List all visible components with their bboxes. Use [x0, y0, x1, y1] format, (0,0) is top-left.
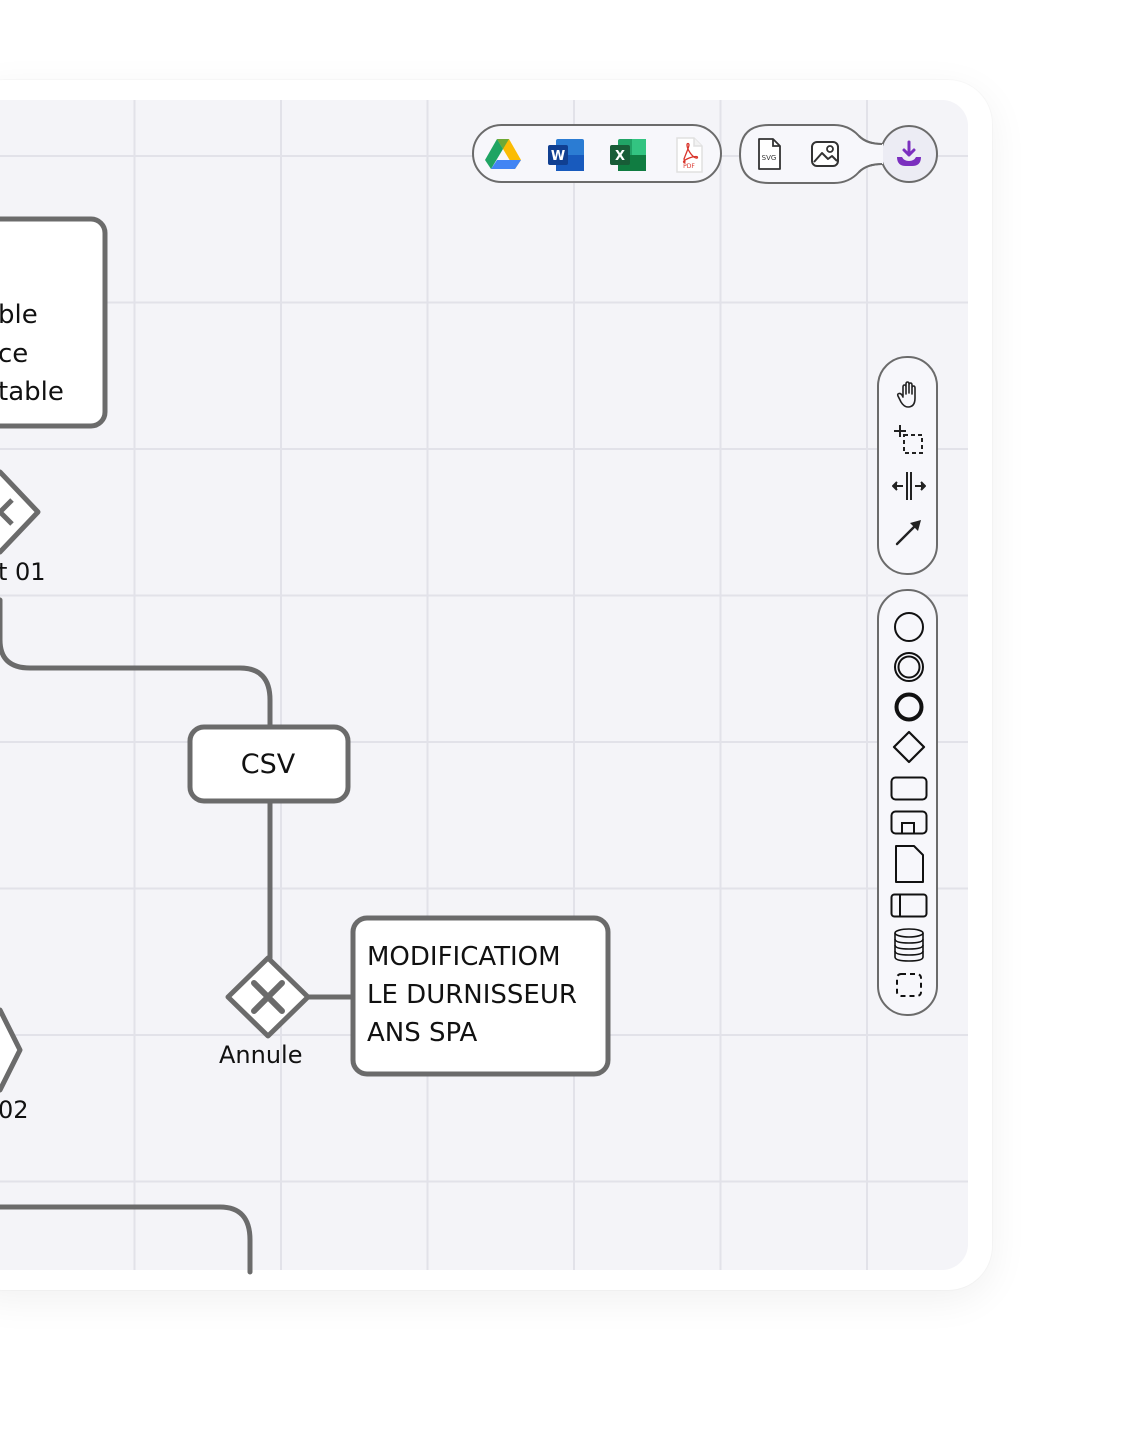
google-drive-icon[interactable]: [484, 136, 522, 172]
svg-file-icon[interactable]: SVG: [754, 136, 784, 172]
task-top-left-line-3: table: [0, 377, 64, 407]
excel-letter: X: [615, 149, 625, 164]
gateway-annule[interactable]: [225, 955, 311, 1039]
task-modification[interactable]: [350, 915, 611, 1077]
group-icon[interactable]: [892, 969, 926, 1001]
task-modification-line-2: LE DURNISSEUR: [367, 980, 577, 1010]
task-csv[interactable]: [187, 724, 351, 804]
end-event-icon[interactable]: [892, 690, 926, 724]
intermediate-event-icon[interactable]: [892, 650, 926, 684]
task-box-top-left[interactable]: [0, 216, 108, 429]
export-toolbar: W X PDF: [472, 124, 722, 183]
tools-toolbar: [877, 356, 938, 575]
task-modification-line-1: MODIFICATIOM: [367, 942, 561, 972]
lasso-select-icon[interactable]: [891, 422, 927, 458]
word-letter: W: [551, 149, 565, 164]
word-icon[interactable]: W: [548, 138, 584, 172]
download-icon[interactable]: [892, 137, 926, 171]
svg-file-label: SVG: [762, 154, 777, 162]
task-modification-line-3: ANS SPA: [367, 1018, 478, 1048]
pdf-label: PDF: [683, 163, 695, 170]
task-csv-label: CSV: [240, 748, 296, 780]
task-top-left-line-2: ce: [0, 339, 29, 369]
gateway-02[interactable]: [0, 1007, 23, 1093]
shapes-palette: [877, 589, 938, 1016]
gateway-01-label: t 01: [0, 558, 46, 586]
subprocess-icon[interactable]: [890, 808, 928, 838]
diagram-canvas[interactable]: [0, 100, 968, 1270]
pdf-icon[interactable]: PDF: [672, 136, 706, 174]
pool-icon[interactable]: [890, 891, 928, 921]
start-event-icon[interactable]: [892, 610, 926, 644]
data-object-icon[interactable]: [892, 844, 926, 884]
gateway-02-label: 02: [0, 1096, 29, 1124]
data-store-icon[interactable]: [892, 927, 926, 963]
hand-icon[interactable]: [892, 378, 926, 412]
gateway-01[interactable]: [0, 469, 41, 555]
space-tool-icon[interactable]: [891, 468, 927, 504]
gateway-icon[interactable]: [892, 730, 926, 764]
gateway-annule-label: Annule: [219, 1041, 303, 1069]
sequence-flow: [0, 1204, 253, 1275]
image-icon[interactable]: [808, 137, 842, 171]
task-icon[interactable]: [890, 774, 928, 804]
sequence-flow: [0, 597, 273, 730]
excel-icon[interactable]: X: [610, 138, 646, 172]
task-top-left-line-1: ble: [0, 300, 38, 330]
connect-arrow-icon[interactable]: [891, 514, 927, 550]
